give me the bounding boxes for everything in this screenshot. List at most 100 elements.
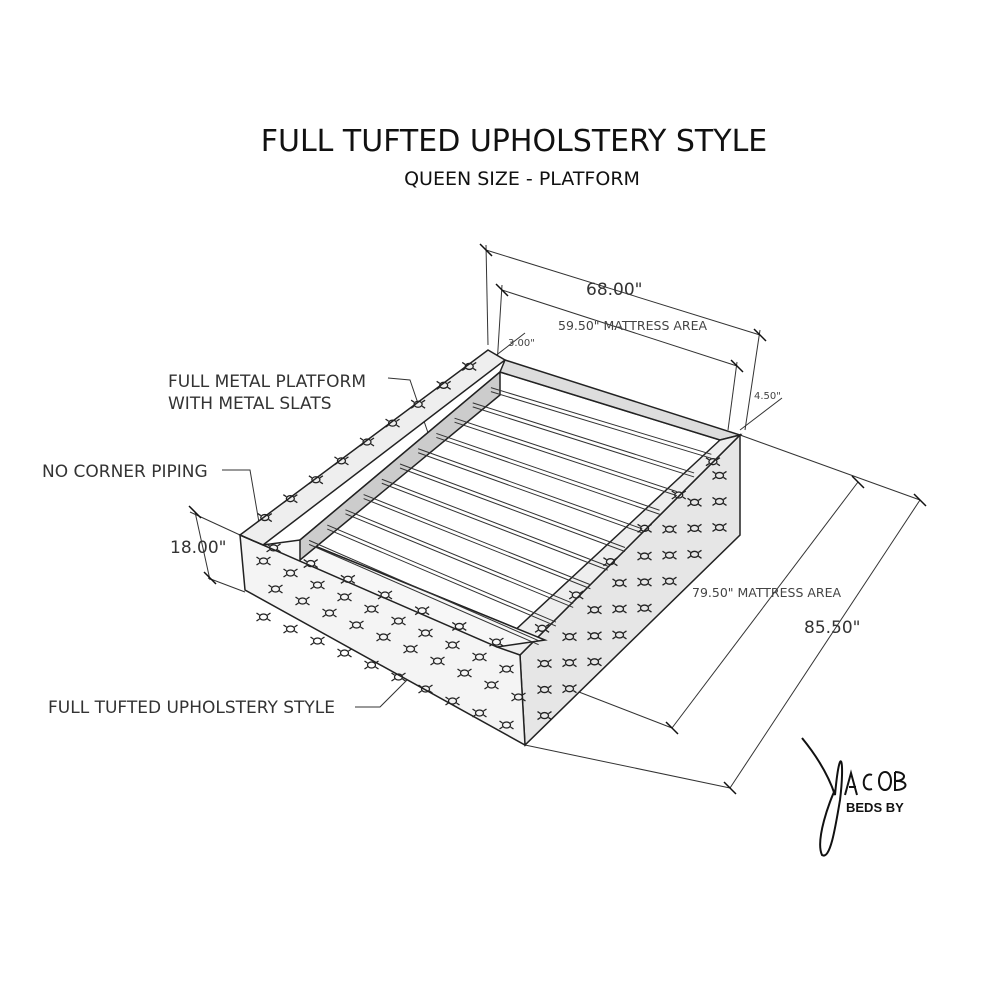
tuft-button xyxy=(534,623,550,633)
tuft-button xyxy=(712,496,727,506)
tuft-button xyxy=(266,543,281,553)
tuft-button xyxy=(662,576,677,586)
tuft-button xyxy=(445,696,460,706)
tuft-button xyxy=(472,708,487,718)
slat xyxy=(436,436,660,515)
tuft-button xyxy=(376,632,391,642)
tuft-button xyxy=(256,612,271,622)
tuft-button xyxy=(418,684,433,694)
tuft-button xyxy=(568,590,584,600)
tuft-button xyxy=(712,522,727,532)
slat xyxy=(363,494,591,586)
callout-upholstery: FULL TUFTED UPHOLSTERY STYLE xyxy=(48,698,336,718)
tuft-button xyxy=(414,606,430,616)
dim-overall-width: 68.00" xyxy=(586,280,643,300)
tuft-button xyxy=(612,604,627,614)
slat xyxy=(472,402,695,474)
tuft-button xyxy=(562,632,577,642)
tuft-button xyxy=(445,640,460,650)
tuft-button xyxy=(410,399,426,409)
tuft-button xyxy=(499,720,514,730)
tuft-button xyxy=(310,580,325,590)
tuft-button xyxy=(484,680,499,690)
slat xyxy=(490,387,712,455)
slat xyxy=(308,543,539,646)
slat xyxy=(418,448,643,530)
tuft-button xyxy=(562,684,577,694)
tuft-button xyxy=(451,621,467,631)
tuft-button xyxy=(671,490,687,500)
dim-rail-back: 3.00" xyxy=(508,338,535,349)
tuft-button xyxy=(587,631,602,641)
tuft-button xyxy=(295,596,310,606)
slat xyxy=(454,421,677,497)
tuft-button xyxy=(587,605,602,615)
tuft-button xyxy=(687,549,702,559)
tuft-button xyxy=(359,437,375,447)
tuft-button xyxy=(687,497,702,507)
callout-platform-line1: FULL METAL PLATFORM xyxy=(168,372,366,392)
tuft-button xyxy=(537,711,552,721)
slat xyxy=(381,478,608,567)
tuft-button xyxy=(637,523,652,533)
dim-mattress-length: 79.50" MATTRESS AREA xyxy=(692,585,842,600)
slat xyxy=(399,463,626,548)
tuft-button xyxy=(489,637,504,647)
callout-platform-line2: WITH METAL SLATS xyxy=(168,394,332,414)
slat xyxy=(345,509,574,604)
tuft-button xyxy=(337,592,352,602)
dim-mattress-width: 59.50" MATTRESS AREA xyxy=(558,318,708,333)
tuft-button xyxy=(283,568,298,578)
tuft-button xyxy=(283,624,298,634)
dim-height: 18.00" xyxy=(170,538,227,558)
slat xyxy=(472,406,695,478)
jacob-logo-signature xyxy=(801,737,907,857)
metal-slats xyxy=(308,387,712,646)
dim-overall-length: 85.50" xyxy=(804,618,861,638)
page-subtitle: QUEEN SIZE - PLATFORM xyxy=(404,168,640,190)
tuft-button xyxy=(391,672,406,682)
page-title: FULL TUFTED UPHOLSTERY STYLE xyxy=(260,124,768,159)
dim-rail-side: 4.50" xyxy=(754,391,781,402)
tuft-button xyxy=(687,523,702,533)
tuft-button xyxy=(499,664,514,674)
tuft-button xyxy=(612,630,627,640)
tuft-button xyxy=(385,418,400,428)
slat xyxy=(345,513,574,608)
tuft-button xyxy=(436,380,452,390)
tuft-button xyxy=(377,590,393,600)
tuft-button xyxy=(637,603,652,613)
tuft-button xyxy=(662,524,677,534)
tuft-button xyxy=(364,604,379,614)
tuft-button xyxy=(268,584,283,594)
slat xyxy=(381,482,608,571)
tuft-button xyxy=(637,551,652,561)
slat xyxy=(454,417,677,493)
tuft-button xyxy=(334,456,349,466)
tuft-button xyxy=(511,692,526,702)
tuft-button xyxy=(461,361,477,371)
tuft-button xyxy=(349,620,364,630)
tuft-button xyxy=(256,556,271,566)
slat xyxy=(490,391,712,459)
tuft-button xyxy=(310,636,325,646)
tuft-button xyxy=(364,660,379,670)
tuft-button xyxy=(457,668,472,678)
tuft-button xyxy=(430,656,445,666)
slat xyxy=(308,539,539,642)
tuft-button xyxy=(562,658,577,668)
tuft-button xyxy=(303,559,319,569)
tuft-button xyxy=(705,457,721,467)
tuft-button xyxy=(340,574,356,584)
tuft-button xyxy=(282,494,298,504)
slat xyxy=(327,524,557,623)
tuft-button xyxy=(257,513,273,523)
tuft-button xyxy=(603,557,618,567)
slat xyxy=(399,467,626,552)
slat xyxy=(436,432,660,511)
slat xyxy=(363,498,591,590)
tuft-button xyxy=(322,608,337,618)
tuft-button xyxy=(391,616,406,626)
